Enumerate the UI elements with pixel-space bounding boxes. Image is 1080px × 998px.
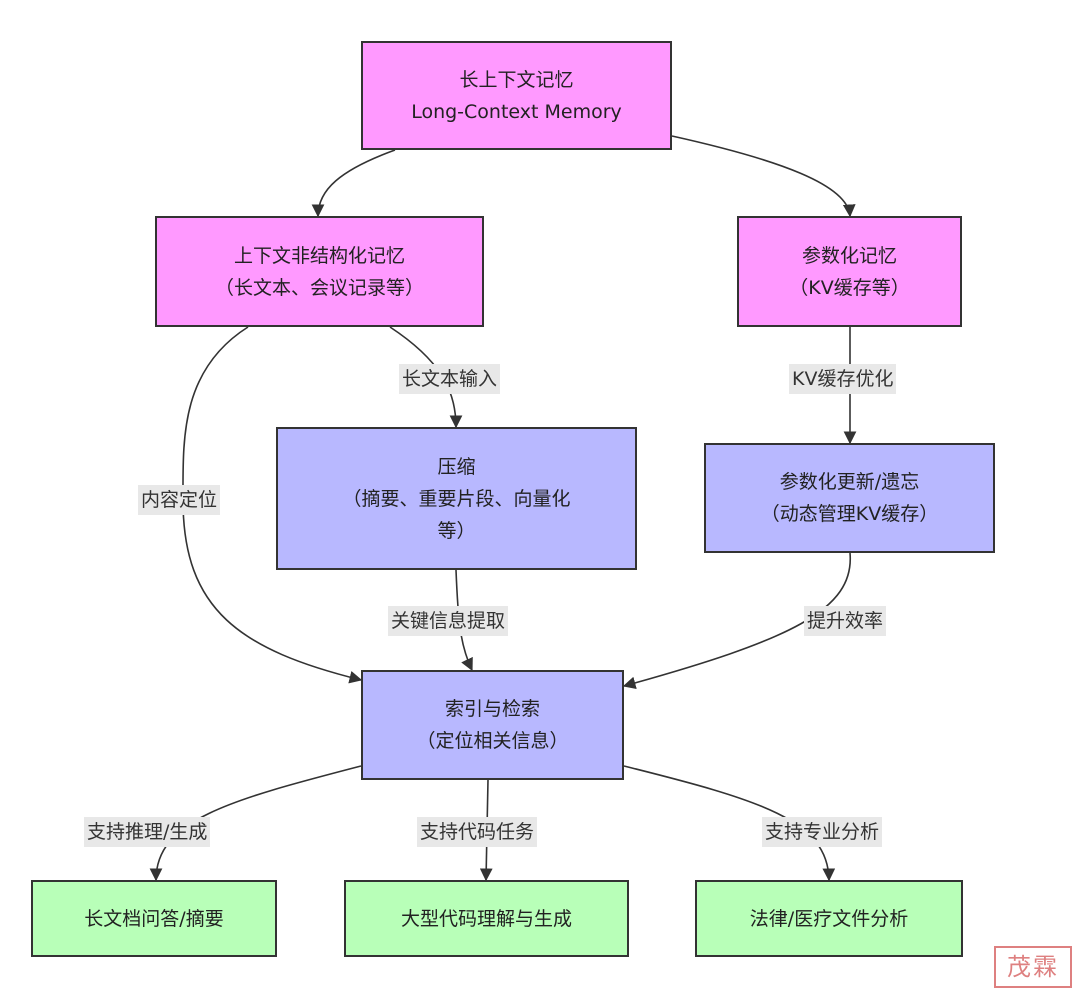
- node-title: 参数化记忆: [801, 244, 897, 267]
- node-title: 参数化更新/遗忘: [779, 471, 920, 493]
- edge-root-param: [671, 135, 856, 218]
- node-subtitle-cont: 等）: [437, 519, 476, 542]
- seal-stamp: 茂霖: [994, 946, 1072, 988]
- node-subtitle: （KV缓存等）: [789, 276, 910, 299]
- edge-label-efficiency: 提升效率: [804, 606, 887, 636]
- node-subtitle: Long-Context Memory: [411, 100, 622, 123]
- node-title: 大型代码理解与生成: [400, 907, 572, 930]
- node-subtitle: （摘要、重要片段、向量化: [342, 487, 571, 510]
- edge-label-pro-analysis: 支持专业分析: [762, 817, 883, 847]
- node-index-retrieval: 索引与检索 （定位相关信息）: [361, 670, 624, 780]
- node-parametric-update: 参数化更新/遗忘 （动态管理KV缓存）: [704, 443, 995, 553]
- node-compression: 压缩 （摘要、重要片段、向量化 等）: [276, 427, 637, 570]
- edge-root-unstructured: [311, 149, 396, 218]
- edge-label-kv-optimize: KV缓存优化: [789, 364, 897, 394]
- node-title: 上下文非结构化记忆: [233, 244, 405, 267]
- edge-label-reasoning: 支持推理/生成: [84, 817, 211, 847]
- node-subtitle: （定位相关信息）: [416, 730, 569, 752]
- node-title: 索引与检索: [444, 698, 540, 720]
- node-parametric-memory: 参数化记忆 （KV缓存等）: [737, 216, 962, 327]
- edge-label-content-locate: 内容定位: [138, 485, 221, 515]
- edge-label-code-task: 支持代码任务: [417, 817, 538, 847]
- node-title: 长上下文记忆: [459, 68, 574, 91]
- edge-update-index: [622, 552, 851, 690]
- node-unstructured-memory: 上下文非结构化记忆 （长文本、会议记录等）: [155, 216, 484, 327]
- edge-label-key-extract: 关键信息提取: [388, 606, 509, 636]
- node-subtitle: （动态管理KV缓存）: [760, 503, 939, 525]
- node-title: 法律/医疗文件分析: [749, 907, 909, 930]
- node-long-context-memory: 长上下文记忆 Long-Context Memory: [361, 41, 672, 150]
- node-long-doc-qa: 长文档问答/摘要: [31, 880, 277, 957]
- node-code-understanding: 大型代码理解与生成: [344, 880, 629, 957]
- edge-label-long-text-input: 长文本输入: [399, 364, 501, 394]
- node-title: 压缩: [437, 455, 476, 478]
- edge-index-legal: [623, 765, 836, 882]
- node-title: 长文档问答/摘要: [84, 907, 224, 930]
- edge-index-qa: [149, 765, 362, 882]
- node-legal-medical: 法律/医疗文件分析: [695, 880, 963, 957]
- node-subtitle: （长文本、会议记录等）: [214, 276, 424, 299]
